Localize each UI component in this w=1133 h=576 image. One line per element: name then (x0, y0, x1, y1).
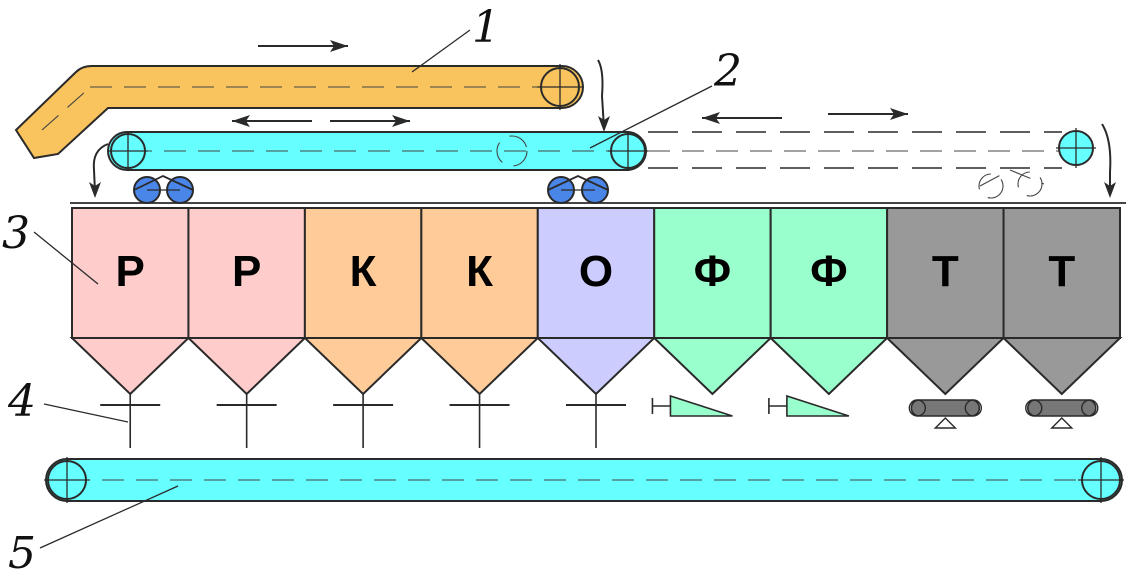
bin: Т (884, 207, 1007, 429)
bin-feeder-gate (449, 394, 510, 448)
shuttle-direction-arrows (232, 115, 410, 127)
bin-label: Ф (810, 247, 848, 296)
feed-discharge-arrow (597, 59, 610, 132)
bin-hopper (302, 337, 424, 396)
bin-feeder-gate (216, 394, 277, 448)
callout-3: 3 (2, 208, 30, 259)
bin-label: К (350, 247, 377, 296)
bin: Т (1001, 207, 1123, 429)
bin-body (187, 207, 306, 339)
bin-body (769, 207, 889, 339)
bin-hopper (768, 337, 890, 396)
bin: О (535, 207, 657, 448)
callout-2: 2 (713, 46, 742, 97)
bin-hopper (69, 337, 191, 396)
bin: Р (69, 207, 191, 448)
bin-hopper (185, 337, 308, 396)
bin-hopper (535, 337, 657, 396)
shuttle-wheels-left (133, 175, 194, 204)
bin-feeder-vibrating (651, 394, 733, 417)
feed-belt-incline-centerline (41, 90, 87, 131)
bin-feeder-gate (333, 394, 394, 448)
bin-label: К (466, 247, 493, 296)
callout-leaders (33, 29, 713, 549)
bin: К (302, 207, 424, 448)
bin-body (536, 207, 656, 339)
bin-feeder-belt (908, 399, 983, 429)
travel-discharge-arrow (1101, 123, 1116, 198)
bin-hopper (651, 337, 774, 396)
shuttle-wheels-right (547, 175, 609, 204)
bin-feeder-vibrating (768, 394, 850, 417)
bin-label: Р (232, 247, 261, 296)
bin-hopper (1001, 337, 1123, 396)
bin-feeder-gate (566, 394, 626, 448)
callout-1: 1 (472, 2, 500, 53)
collector-conveyor (44, 457, 1124, 503)
shuttle-conveyor (89, 115, 648, 204)
feed-conveyor (14, 40, 610, 160)
bin-feeder-belt (1025, 399, 1099, 429)
bin-label: Т (932, 247, 959, 296)
bin-label: Ф (694, 247, 732, 296)
bin-label: Т (1048, 247, 1075, 296)
bin: К (418, 207, 541, 448)
bin-body (303, 207, 423, 339)
bin-label: О (579, 247, 613, 296)
bin-body (71, 207, 190, 339)
shuttle-tail-discharge-arrow (89, 143, 109, 198)
bin-label: Р (116, 247, 145, 296)
feed-direction-arrow (258, 40, 348, 52)
callout-4: 4 (7, 376, 36, 427)
bin: Ф (768, 207, 890, 417)
shuttle-travel-path (648, 108, 1116, 199)
callout-5: 5 (8, 528, 36, 576)
bin-hopper (884, 337, 1007, 396)
shuttle-middle-pulley-ghost (496, 135, 528, 167)
callout-numbers: 1 2 3 4 5 (2, 2, 742, 576)
feed-belt (14, 65, 584, 160)
travel-direction-arrows (702, 108, 908, 124)
shuttle-wheels-ghost (978, 169, 1045, 199)
bin: Ф (651, 207, 774, 417)
bin-hopper (418, 337, 541, 396)
bin-feeder-gate (100, 394, 161, 448)
bin: Р (185, 207, 308, 448)
